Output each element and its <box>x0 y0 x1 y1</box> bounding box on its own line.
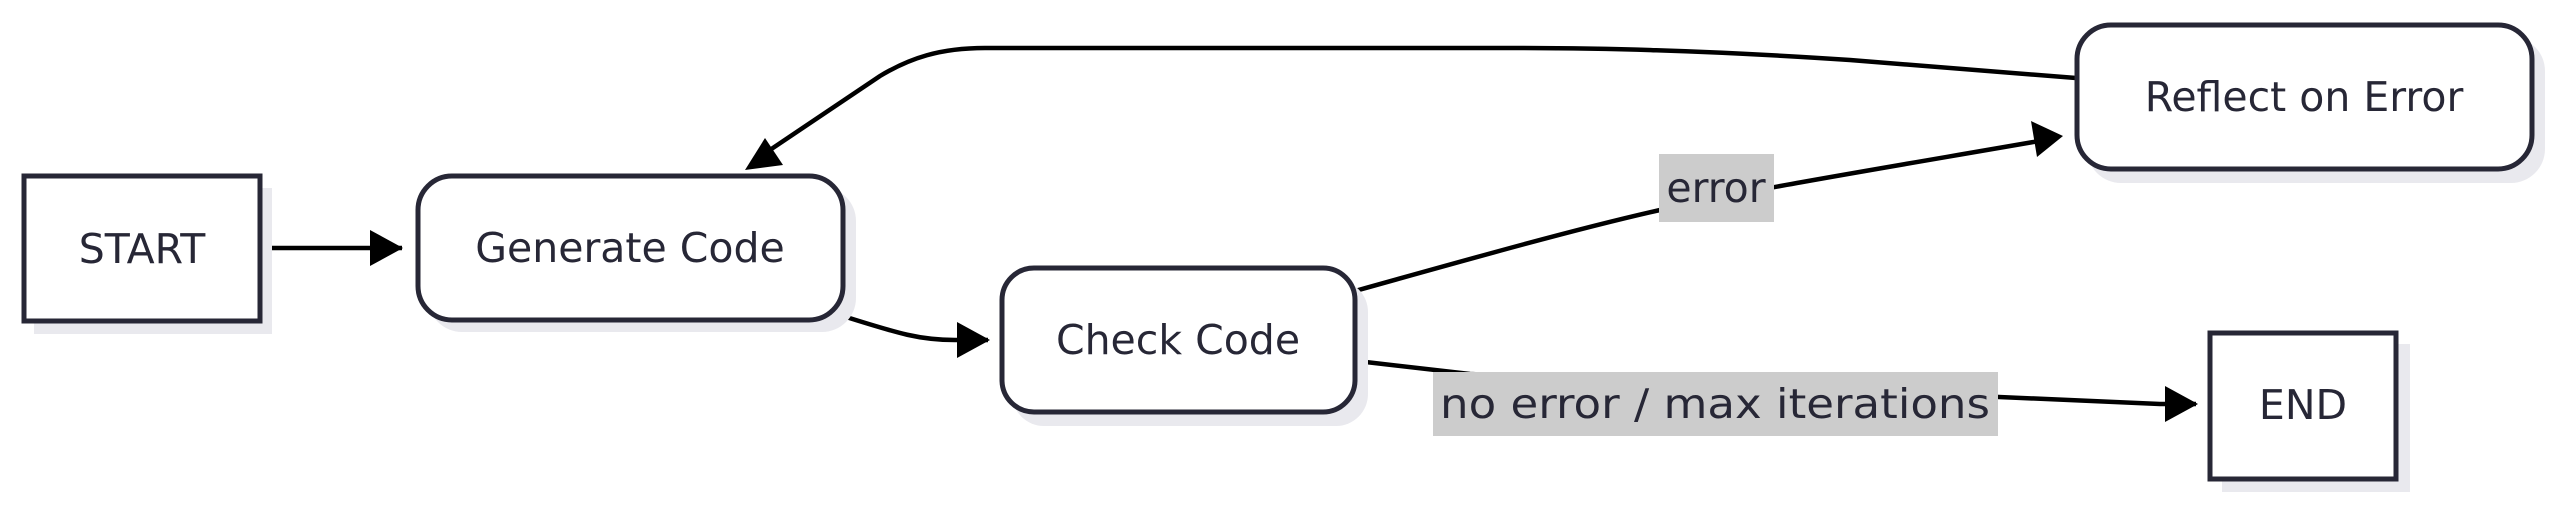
edge-label-error-text: error <box>1666 164 1765 212</box>
node-end: END <box>2207 330 2410 492</box>
node-check-code: Check Code <box>999 265 1368 426</box>
arrowhead-to-end <box>2165 386 2198 422</box>
node-end-label: END <box>2259 381 2347 429</box>
node-reflect-on-error-box <box>2074 22 2535 172</box>
arrowhead-to-reflect <box>2031 121 2063 157</box>
node-generate-code: Generate Code <box>415 173 856 332</box>
edge-label-error: error <box>1659 154 1774 222</box>
node-start-label: START <box>79 225 206 273</box>
node-reflect-on-error: Reflect on Error <box>2074 22 2545 183</box>
edge-reflect-to-generate <box>753 45 2077 162</box>
edge-label-error-background <box>1659 154 1774 222</box>
arrowheads <box>370 121 2198 422</box>
node-generate-code-label: Generate Code <box>475 224 784 272</box>
arrowhead-to-generate <box>370 230 403 266</box>
node-reflect-on-error-label: Reflect on Error <box>2145 73 2464 121</box>
node-generate-code-box <box>415 173 846 323</box>
edge-label-no-error: no error / max iterations <box>1433 372 1998 436</box>
edge-generate-to-check <box>842 313 988 343</box>
node-start-box <box>21 173 263 324</box>
node-start: START <box>21 173 272 334</box>
node-end-box <box>2207 330 2399 482</box>
arrowhead-to-check <box>957 322 990 358</box>
node-check-code-box <box>999 265 1358 415</box>
edge-label-no-error-text: no error / max iterations <box>1440 380 1990 428</box>
arrowhead-loop-to-generate <box>745 138 783 170</box>
node-check-code-label: Check Code <box>1056 316 1300 364</box>
edge-label-no-error-background <box>1433 372 1998 436</box>
